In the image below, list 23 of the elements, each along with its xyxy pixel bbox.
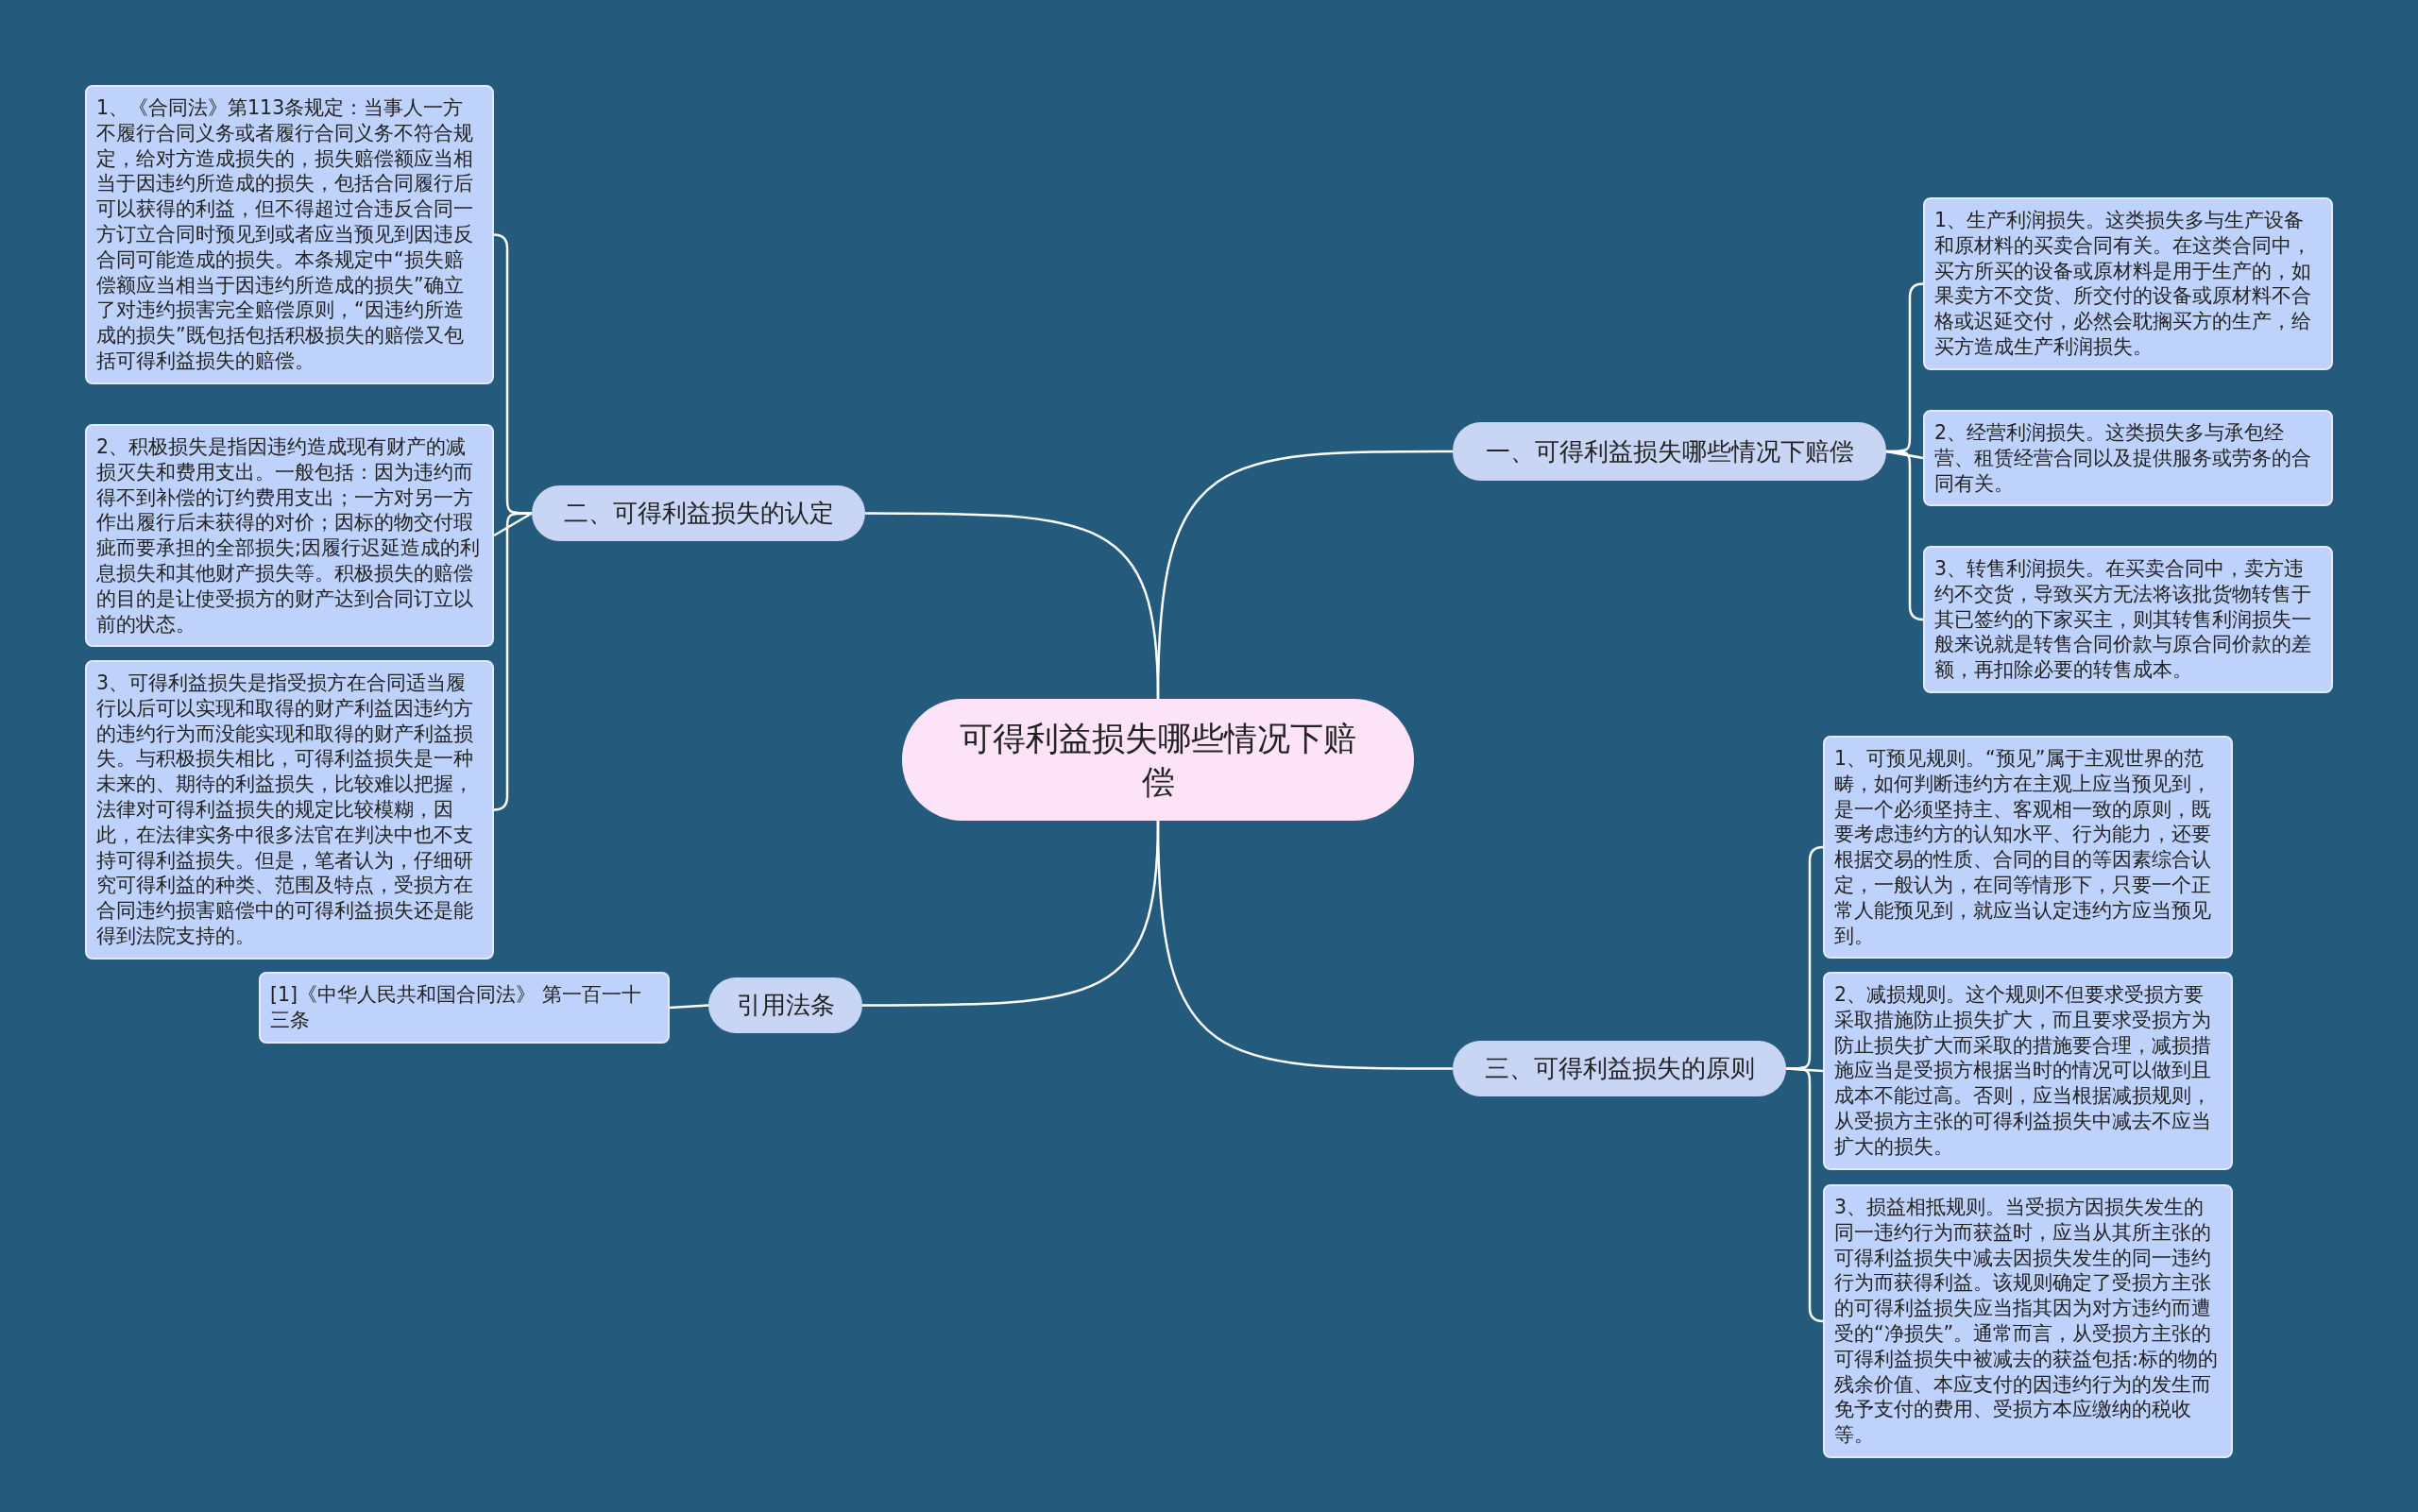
connector-line (492, 512, 532, 811)
topic-pill: 二、可得利益损失的认定 (532, 485, 865, 541)
text-card: 3、损益相抵规则。当受损方因损失发生的同一违约行为而获益时，应当从其所主张的可得利益损失中减去因损失发生的同一违约行为而获得利益。该规则确定了受损方主张的可得利益损失应当指其因为对方违约而遭受的“净损失”。通常而言，从受损方主张的可得利益损失中被减去的获益包括:标的物的残余价值、本应支付的因违约行为的发生而免予支付的费用、受损方本应缴纳的税收等。 (1823, 1184, 2233, 1458)
connector-line (865, 512, 1160, 700)
central-topic: 可得利益损失哪些情况下赔偿 (902, 699, 1414, 821)
text-card: 2、经营利润损失。这类损失多与承包经营、租赁经营合同以及提供服务或劳务的合同有关。 (1923, 410, 2333, 507)
connector-line (493, 512, 533, 537)
text-card: 1、生产利润损失。这类损失多与生产设备和原材料的买卖合同有关。在这类合同中，买方所买的设备或原材料是用于生产的，如果卖方不交货、所交付的设备或原材料不合格或迟延交付，必然会耽搁买方的生产，给买方造成生产利润损失。 (1923, 197, 2333, 370)
connector-line (669, 1004, 709, 1010)
text-card: [1]《中华人民共和国合同法》 第一百一十三条 (259, 972, 670, 1044)
text-card: 2、积极损失是指因违约造成现有财产的减损灭失和费用支出。一般包括：因为违约而得不到补偿的订约费用支出；一方对另一方作出履行后未获得的对价；因标的物交付瑕疵而要承担的全部损失;因履行迟延造成的利息损失和其他财产损失等。积极损失的赔偿的目的是让使受损方的财产达到合同订立以前的状态。 (85, 424, 494, 648)
connector-line (1885, 450, 1924, 460)
topic-pill: 引用法条 (708, 977, 862, 1033)
topic-pill: 三、可得利益损失的原则 (1453, 1041, 1786, 1096)
connector-line (862, 820, 1160, 1007)
text-card: 1、可预见规则。“预见”属于主观世界的范畴，如何判断违约方在主观上应当预见到，是一个必须坚持主、客观相一致的原则，既要考虑违约方的认知水平、行为能力，还要根据交易的性质、合同的目的等因素综合认定，一般认为，在同等情形下，只要一个正常人能预见到，就应当认定违约方应当预见到。 (1823, 736, 2233, 960)
text-card: 1、《合同法》第113条规定：当事人一方不履行合同义务或者履行合同义务不符合规定，给对方造成损失的，损失赔偿额应当相当于因违约所造成的损失，包括合同履行后可以获得的利益，但不得超过合违反合同一方订立合同时预见到或者应当预见到因违反合同可能造成的损失。本条规定中“损失赔偿额应当相当于因违约所造成的损失”确立了对违约损害完全赔偿原则，“因违约所造成的损失”既包括包括积极损失的赔偿又包括可得利益损失的赔偿。 (85, 85, 494, 384)
connector-line (1786, 1067, 1825, 1323)
topic-pill: 一、可得利益损失哪些情况下赔偿 (1453, 422, 1886, 481)
connector-line (1886, 450, 1925, 621)
text-card: 2、减损规则。这个规则不但要求受损方要采取措施防止损失扩大，而且要求受损方为防止损失扩大而采取的措施要合理，减损措施应当是受损方根据当时的情况可以做到且成本不能过高。否则，应当根据减损规则，从受损方主张的可得利益损失中减去不应当扩大的损失。 (1823, 972, 2233, 1170)
text-card: 3、转售利润损失。在买卖合同中，卖方违约不交货，导致买方无法将该批货物转售于其已签约的下家买主，则其转售利润损失一般来说就是转售合同价款与原合同价款的差额，再扣除必要的转售成本。 (1923, 546, 2333, 693)
text-card: 3、可得利益损失是指受损方在合同适当履行以后可以实现和取得的财产利益因违约方的违约行为而没能实现和取得的财产利益损失。与积极损失相比，可得利益损失是一种未来的、期待的利益损失，比较难以把握，法律对可得利益损失的规定比较模糊，因此，在法律实务中很多法官在判决中也不支持可得利益损失。但是，笔者认为，仔细研究可得利益的种类、范围及特点，受损方在合同违约损害赔偿中的可得利益损失还是能得到法院支持的。 (85, 660, 494, 960)
